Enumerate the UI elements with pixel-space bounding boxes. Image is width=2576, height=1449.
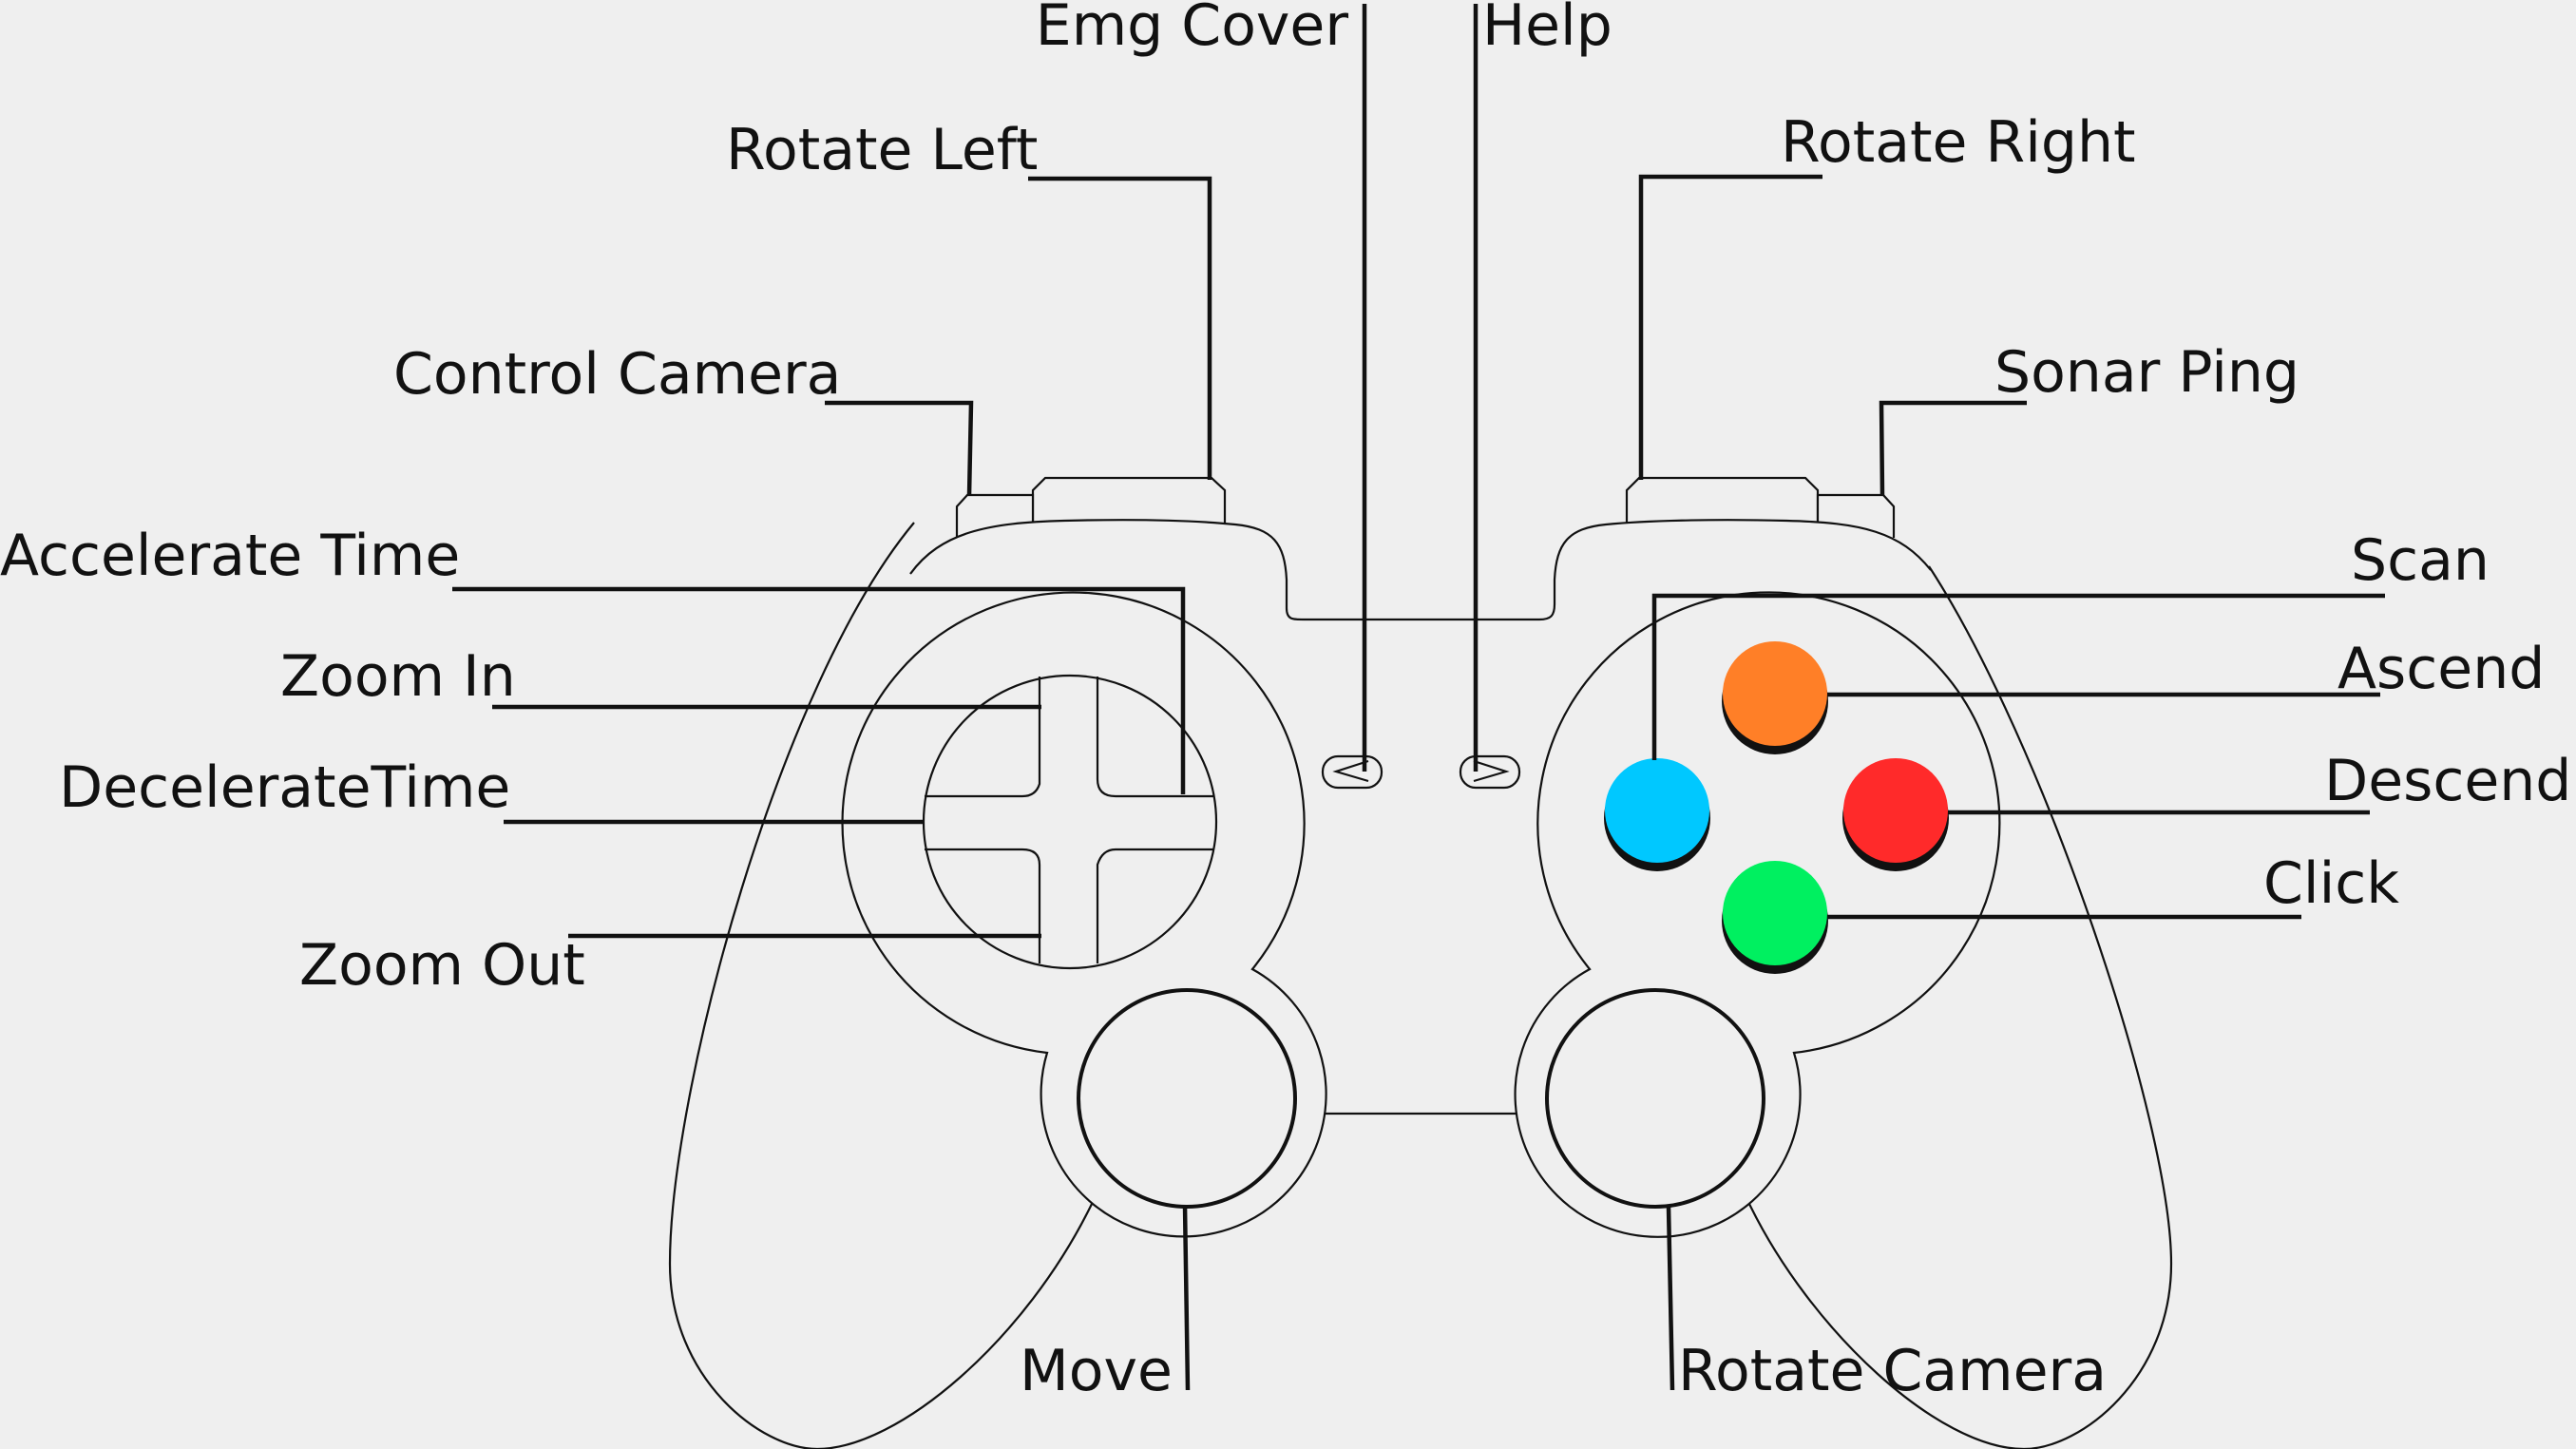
ascend-button[interactable] bbox=[1722, 641, 1828, 754]
leader-rotate-right bbox=[1638, 174, 1822, 480]
right-stick[interactable] bbox=[1545, 988, 1765, 1209]
right-triangle-icon bbox=[1473, 759, 1510, 783]
label-click: Click bbox=[2263, 850, 2399, 917]
dpad-down[interactable] bbox=[1040, 849, 1097, 963]
label-sonar-ping: Sonar Ping bbox=[1994, 339, 2299, 406]
right-grip bbox=[1747, 565, 2173, 1449]
label-emg-cover: Emg Cover bbox=[1036, 0, 1349, 59]
left-shoulder-l1 bbox=[1031, 476, 1227, 525]
label-rotate-camera: Rotate Camera bbox=[1678, 1338, 2107, 1404]
dpad-right[interactable] bbox=[1097, 796, 1213, 849]
leader-lines bbox=[452, 4, 2385, 1391]
start-button[interactable] bbox=[1459, 754, 1521, 790]
descend-button-face bbox=[1843, 758, 1948, 863]
dpad-left[interactable] bbox=[925, 796, 1040, 849]
click-button-face bbox=[1723, 861, 1827, 965]
label-decelerate-time: DecelerateTime bbox=[59, 754, 510, 821]
label-scan: Scan bbox=[2351, 527, 2490, 594]
click-button[interactable] bbox=[1722, 861, 1828, 974]
leader-sonar-ping bbox=[1879, 400, 2027, 497]
label-zoom-in: Zoom In bbox=[280, 643, 516, 710]
label-rotate-left: Rotate Left bbox=[726, 117, 1038, 183]
label-zoom-out: Zoom Out bbox=[299, 932, 585, 999]
label-move: Move bbox=[1020, 1338, 1173, 1404]
label-control-camera: Control Camera bbox=[393, 341, 841, 408]
left-grip bbox=[668, 522, 1094, 1449]
label-accelerate-time: Accelerate Time bbox=[0, 523, 460, 589]
label-ascend: Ascend bbox=[2337, 636, 2545, 702]
scan-button-face bbox=[1605, 758, 1709, 863]
leader-scan bbox=[1651, 593, 2385, 760]
descend-button[interactable] bbox=[1842, 758, 1949, 871]
dpad-cross bbox=[925, 677, 1213, 963]
leader-accelerate-time bbox=[452, 586, 1186, 794]
select-button[interactable] bbox=[1321, 754, 1383, 790]
controller-top-outline bbox=[909, 519, 1932, 621]
leader-rotate-left bbox=[1028, 176, 1212, 480]
leader-rotate-camera bbox=[1666, 1206, 1675, 1391]
label-rotate-right: Rotate Right bbox=[1781, 109, 2136, 176]
label-help: Help bbox=[1482, 0, 1612, 59]
right-shoulder-r1 bbox=[1625, 476, 1820, 525]
leader-control-camera bbox=[825, 400, 974, 497]
leader-move bbox=[1182, 1204, 1191, 1391]
dpad-up[interactable] bbox=[1040, 677, 1097, 796]
left-triangle-icon bbox=[1332, 759, 1369, 783]
label-descend: Descend bbox=[2324, 748, 2571, 814]
left-stick[interactable] bbox=[1077, 988, 1297, 1209]
ascend-button-face bbox=[1723, 641, 1827, 746]
scan-button[interactable] bbox=[1604, 758, 1710, 871]
